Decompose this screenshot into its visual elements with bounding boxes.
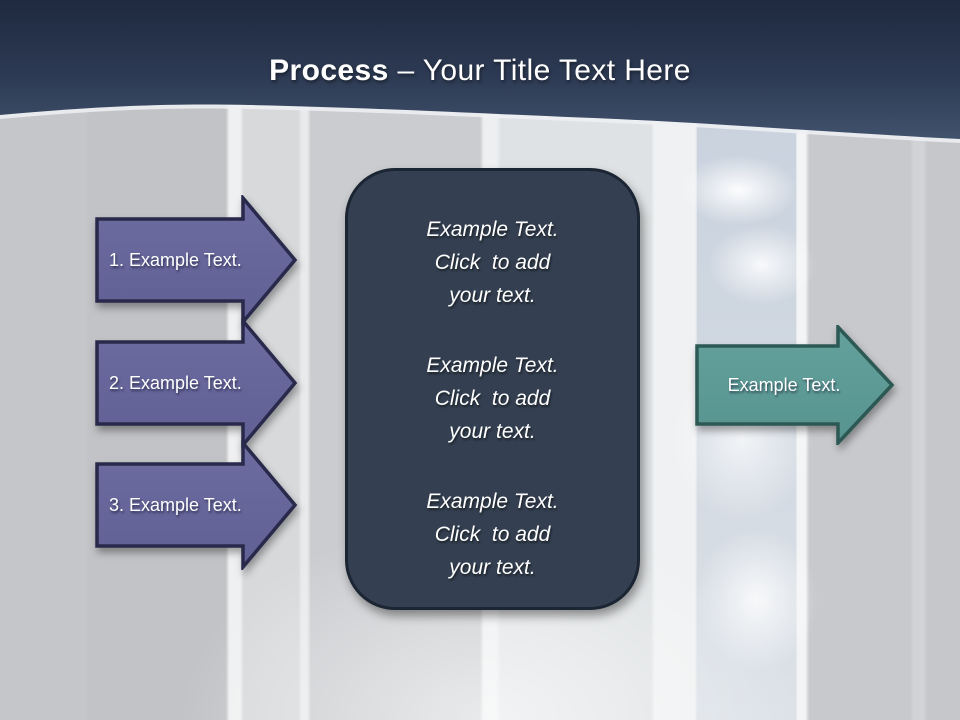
paragraph-line: your text. [449,556,536,579]
step-1-label: 1. Example Text. [109,249,242,270]
paragraph-line: Example Text. [426,490,559,513]
placeholder-paragraph-2: Example Text. Click to add your text. [426,349,558,448]
placeholder-paragraph-3: Example Text. Click to add your text. [426,485,558,584]
paragraph-line: Click to add [434,251,551,274]
result-arrow[interactable]: Example Text. [695,325,895,445]
arrow-right-shape [695,325,895,445]
center-text-placeholder[interactable]: Example Text. Click to add your text. Ex… [345,168,640,610]
step-2-label: 2. Example Text. [109,372,242,393]
paragraph-line: Click to add [434,523,551,546]
placeholder-paragraph-1: Example Text. Click to add your text. [426,213,558,312]
paragraph-line: Example Text. [426,354,559,377]
paragraph-line: your text. [449,420,536,443]
process-step-arrow-3[interactable]: 3. Example Text. [95,440,299,570]
header-wave-shape [0,0,960,139]
paragraph-line: Example Text. [426,218,559,241]
step-3-label: 3. Example Text. [109,494,242,515]
header-band [0,0,960,143]
result-arrow-label: Example Text. [727,374,841,395]
title-subtitle: – Your Title Text Here [388,54,691,87]
paragraph-line: your text. [449,284,536,307]
process-step-arrow-2[interactable]: 2. Example Text. [95,318,299,448]
process-step-arrow-1[interactable]: 1. Example Text. [95,195,299,325]
page-title: Process – Your Title Text Here [0,54,960,88]
arrow-right-shape [95,440,298,570]
arrow-right-shape [95,195,298,325]
title-keyword: Process [269,54,389,87]
arrow-right-shape [95,318,298,448]
paragraph-line: Click to add [434,387,551,410]
